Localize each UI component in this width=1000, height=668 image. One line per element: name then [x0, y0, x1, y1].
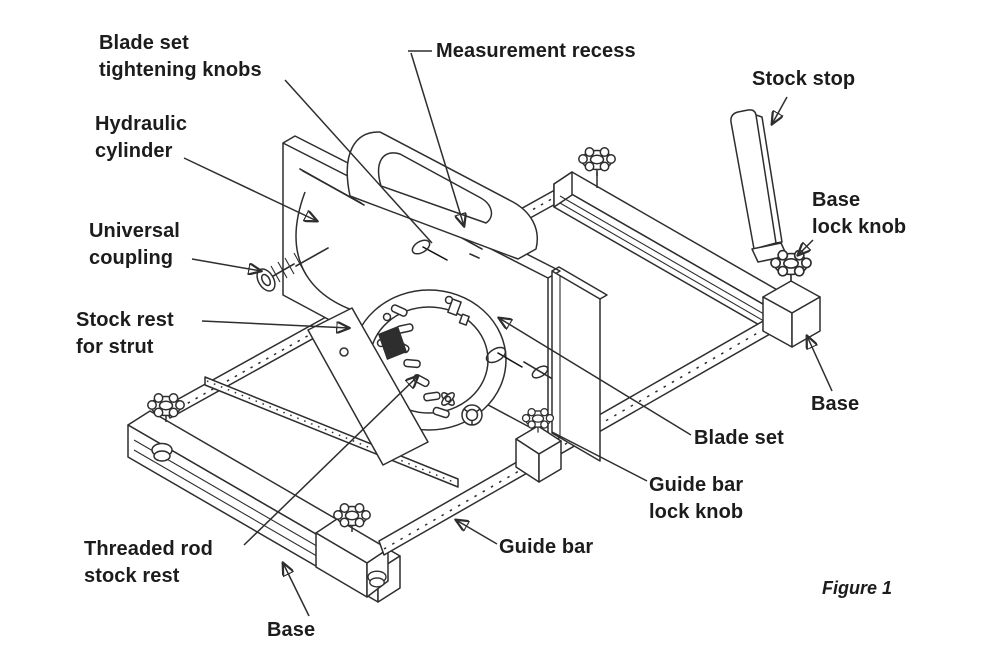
- label-base-right: Base: [811, 393, 860, 415]
- part-guide-bar-lock-knob: [515, 407, 562, 483]
- leader-guide-bar: [456, 520, 498, 545]
- leader-hydraulic-cylinder: [183, 157, 317, 221]
- label-guide-bar: Guide bar: [499, 536, 594, 558]
- figure-caption: Figure 1: [822, 578, 893, 598]
- leader-universal-coupling: [191, 258, 261, 271]
- leader-blade-set-tightening-knobs: [284, 79, 433, 244]
- label-base-lock-knob: Base lock knob: [812, 189, 907, 238]
- leader-threaded-rod-stock-rest: [243, 376, 418, 546]
- part-right-plate: [551, 266, 608, 462]
- label-hydraulic-cylinder: Hydraulic cylinder: [95, 113, 188, 162]
- part-cutter-head: [256, 131, 608, 466]
- part-blade-set-tightening-knobs: [411, 239, 523, 368]
- part-shaft: [523, 361, 557, 382]
- label-stock-rest-for-strut: Stock rest for strut: [76, 309, 174, 358]
- leader-base-lock-knob: [798, 239, 814, 255]
- label-universal-coupling: Universal coupling: [89, 220, 180, 269]
- part-base-right: [762, 249, 821, 348]
- part-base-front: [127, 393, 401, 603]
- leader-guide-bar-lock-knob: [551, 431, 648, 482]
- label-guide-bar-lock-knob: Guide bar lock knob: [649, 474, 744, 523]
- label-blade-set: Blade set: [694, 427, 784, 449]
- part-hydraulic-cylinder: [295, 191, 353, 311]
- part-stock-rest-for-strut: [307, 307, 429, 466]
- label-base-bottom: Base: [267, 619, 316, 641]
- leader-measurement-recess: [410, 52, 464, 226]
- leader-base-right: [807, 336, 833, 392]
- leader-base-bottom: [283, 563, 310, 617]
- part-handle: [346, 131, 538, 260]
- knob-rear-left: [578, 147, 616, 177]
- part-stock-stop: [730, 109, 788, 263]
- label-measurement-recess: Measurement recess: [436, 40, 636, 62]
- label-blade-set-tightening-knobs: Blade set tightening knobs: [99, 32, 262, 81]
- leader-stock-stop: [772, 96, 788, 124]
- leader-blade-set: [499, 318, 692, 436]
- label-threaded-rod-stock-rest: Threaded rod stock rest: [84, 538, 213, 587]
- leader-stock-rest-for-strut: [201, 320, 349, 328]
- label-stock-stop: Stock stop: [752, 68, 856, 90]
- leader-lines: [183, 50, 833, 617]
